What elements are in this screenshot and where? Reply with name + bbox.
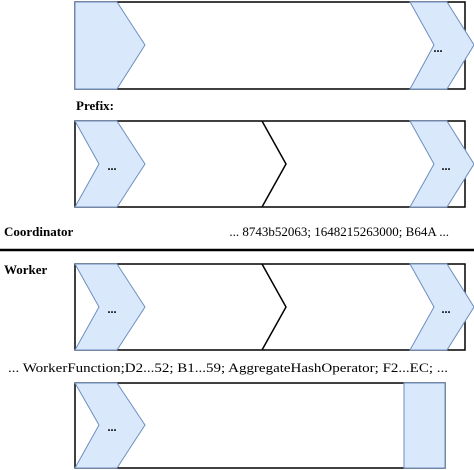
- row-2-right-segment: [409, 120, 474, 208]
- row-3-chevron-divider: [261, 263, 287, 351]
- row-3-right-segment: [409, 263, 474, 351]
- row-2-right-ellipsis: ...: [442, 159, 451, 173]
- worker-data: ... WorkerFunction;D2...52; B1...59; Agg…: [8, 360, 448, 375]
- coordinator-label: Coordinator: [4, 224, 74, 239]
- row-2-chevron-divider: [261, 120, 287, 208]
- prefix-label: Prefix:: [76, 98, 114, 113]
- row-2-left-ellipsis: ...: [108, 159, 117, 173]
- row-4-right-segment: [403, 382, 446, 469]
- coordinator-data: ... 8743b52063; 1648215263000; B64A ...: [229, 224, 449, 239]
- row-3-left-ellipsis: ...: [108, 302, 117, 316]
- row-2: ... ...: [74, 120, 474, 208]
- row-3-left-segment: [74, 263, 146, 351]
- row-2-left-segment: [74, 120, 146, 208]
- row-3-right-ellipsis: ...: [442, 302, 451, 316]
- row-1-right-ellipsis: ...: [434, 41, 443, 55]
- row-4-left-segment: [74, 382, 146, 469]
- row-1-left-segment: [74, 1, 146, 90]
- row-3: ... ...: [74, 263, 474, 351]
- worker-label: Worker: [4, 262, 48, 277]
- row-1: ...: [74, 1, 474, 90]
- row-4: ...: [74, 382, 446, 469]
- row-1-right-segment: [409, 1, 474, 90]
- row-4-left-ellipsis: ...: [108, 420, 117, 434]
